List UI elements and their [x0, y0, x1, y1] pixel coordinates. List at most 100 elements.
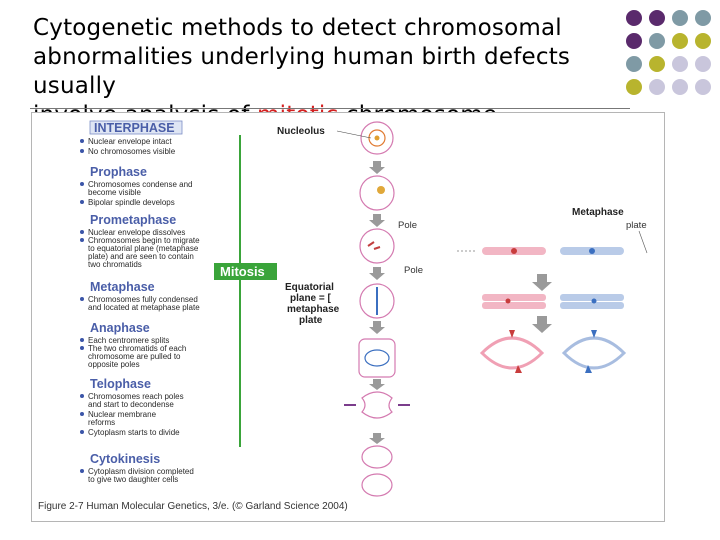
mitosis-diagram: INTERPHASE Nuclear envelope intact No ch… [80, 120, 648, 497]
down-arrow-icon [532, 274, 552, 291]
cytokinesis-note-1: Cytoplasm division completed [88, 467, 194, 476]
anaphase-note-2: The two chromatids of each [88, 344, 186, 353]
title-divider [30, 108, 630, 109]
daughter-cell-2 [361, 473, 393, 497]
anaphase-note-1: Each centromere splits [88, 336, 169, 345]
mitosis-label-box [214, 263, 277, 280]
decor-dot [649, 33, 665, 49]
telophase-cell [361, 391, 393, 419]
decor-dot [695, 56, 711, 72]
chromosome-detail [457, 247, 627, 373]
anaphase-cell [358, 338, 396, 378]
prometaphase-heading: Prometaphase [90, 213, 176, 227]
anaphase-spindle [364, 349, 390, 367]
decor-dot [695, 33, 711, 49]
up-arrow-icon [591, 330, 597, 338]
prometaphase-note-5: two chromatids [88, 260, 142, 269]
telophase-note-4: reforms [88, 418, 115, 427]
decor-dot [672, 56, 688, 72]
pink-chromatid-upper [482, 294, 546, 301]
cell-column [358, 121, 396, 497]
prophase-cell [359, 175, 395, 211]
blue-chromatid-upper [560, 294, 624, 301]
pink-chromatid-lower [482, 302, 546, 309]
equatorial-label-2: plane = [ [290, 293, 332, 304]
decor-dot [649, 56, 665, 72]
bullet-icon [80, 469, 84, 473]
down-arrow-icon [369, 161, 385, 174]
telophase-notes: Chromosomes reach poles and start to dec… [80, 392, 184, 437]
interphase-heading: INTERPHASE [94, 121, 175, 135]
mitosis-label: Mitosis [220, 264, 265, 279]
daughter-cell-1 [361, 445, 393, 469]
anaphase-note-3: chromosome are pulled to [88, 352, 181, 361]
interphase-notes: Nuclear envelope intact No chromosomes v… [80, 137, 176, 156]
cytokinesis-note-2: to give two daughter cells [88, 475, 178, 484]
prophase-heading: Prophase [90, 165, 147, 179]
telophase-note-5: Cytoplasm starts to divide [88, 428, 180, 437]
metaphase-cell [359, 283, 395, 319]
metaphase-plate-pointer [638, 230, 648, 254]
prometaphase-chromosomes [367, 241, 381, 250]
bullet-icon [80, 230, 84, 234]
prometaphase-note-1: Nuclear envelope dissolves [88, 228, 185, 237]
interphase-note-1: Nuclear envelope intact [88, 137, 172, 146]
decor-dot [695, 10, 711, 26]
cell-arrows [369, 161, 385, 444]
prophase-note-2: become visible [88, 188, 141, 197]
anaphase-note-4: opposite poles [88, 360, 140, 369]
centromere-dot [505, 298, 511, 304]
centromere-dot [589, 248, 595, 254]
down-arrow-icon [369, 433, 385, 444]
interphase-cell [360, 121, 394, 155]
pole-label-bottom: Pole [404, 265, 423, 276]
down-arrow-icon [369, 214, 385, 227]
interphase-note-2: No chromosomes visible [88, 147, 176, 156]
prophase-note-1: Chromosomes condense and [88, 180, 193, 189]
bullet-icon [80, 182, 84, 186]
title-line-2: abnormalities underlying human birth def… [33, 44, 571, 99]
bullet-icon [80, 412, 84, 416]
mitosis-bracket-line [239, 135, 241, 447]
metaphase-plate-label-2: plate [626, 220, 647, 231]
nucleolus-label: Nucleolus [277, 126, 325, 137]
nucleolus-dot [374, 135, 380, 141]
telophase-heading: Telophase [90, 377, 151, 391]
figure-caption: Figure 2-7 Human Molecular Genetics, 3/e… [38, 501, 348, 512]
prometaphase-cell [359, 228, 395, 264]
decor-dot [649, 79, 665, 95]
down-arrow-icon [369, 379, 385, 390]
interphase-box [89, 120, 183, 135]
blue-anaphase-chromatids [561, 336, 627, 370]
metaphase-note-2: and located at metaphase plate [88, 303, 200, 312]
anaphase-heading: Anaphase [90, 321, 150, 335]
equatorial-label-3: metaphase [287, 304, 340, 315]
centromere-dot [591, 298, 597, 304]
pink-anaphase-chromatids [479, 336, 545, 370]
decor-dot [649, 10, 665, 26]
centromere-dot [511, 248, 517, 254]
down-arrow-icon [369, 321, 385, 334]
down-arrow-icon [585, 365, 592, 373]
nucleolus-pointer [336, 130, 372, 139]
decor-dot [672, 10, 688, 26]
decor-dot [672, 33, 688, 49]
bullet-icon [80, 238, 84, 242]
prophase-centrosome [377, 186, 385, 194]
decor-dot [626, 33, 642, 49]
mitosis-figure: INTERPHASE Nuclear envelope intact No ch… [31, 112, 665, 522]
nucleus-circle [368, 129, 386, 147]
prophase-notes: Chromosomes condense and become visible … [80, 180, 193, 207]
bullet-icon [80, 394, 84, 398]
bullet-icon [80, 346, 84, 350]
title-line-1: Cytogenetic methods to detect chromosoma… [33, 15, 562, 41]
metaphase-note-1: Chromosomes fully condensed [88, 295, 198, 304]
bullet-icon [80, 297, 84, 301]
metaphase-heading: Metaphase [90, 280, 155, 294]
blue-chromatid-lower [560, 302, 624, 309]
decor-dot [626, 79, 642, 95]
decorative-dot-grid [626, 10, 718, 106]
cytokinesis-notes: Cytoplasm division completed to give two… [80, 467, 194, 484]
prometaphase-note-4: plate) and are seen to contain [88, 252, 194, 261]
telophase-note-2: and start to decondense [88, 400, 174, 409]
